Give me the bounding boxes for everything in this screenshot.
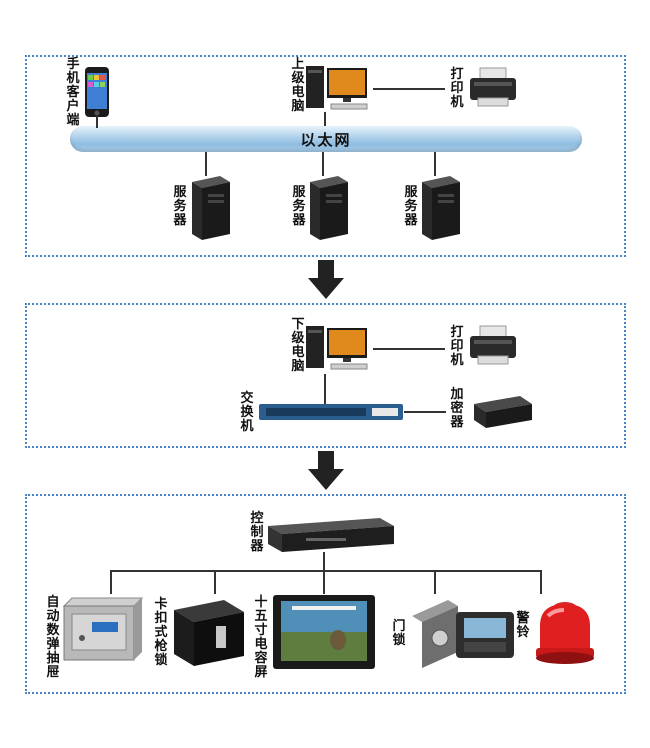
bus-drop-3 (323, 570, 325, 594)
local-network-panel (25, 303, 626, 448)
server-icon (310, 176, 348, 240)
server-label-1: 服务器 (173, 185, 187, 228)
door-lock-icon (412, 600, 514, 668)
lower-pc-label: 下级电脑 (291, 317, 305, 374)
encryptor-icon (474, 396, 532, 428)
controller-label: 控制器 (250, 511, 264, 554)
drawer-icon (62, 597, 144, 661)
switch-label: 交换机 (240, 391, 254, 434)
screen-icon (273, 595, 375, 669)
card-lock-label: 卡扣式枪锁 (154, 597, 168, 668)
switch-encryptor-link (404, 411, 446, 413)
phone-pipe-link (96, 116, 98, 128)
phone-icon (85, 67, 109, 117)
mid-printer-icon (470, 325, 516, 365)
upper-pc-label: 上级电脑 (291, 57, 305, 114)
controller-icon (268, 518, 394, 552)
phone-client-label: 手机客户端 (66, 57, 80, 128)
top-printer-icon (470, 67, 516, 107)
mid-printer-label: 打印机 (450, 325, 464, 368)
upper-pc-icon (306, 66, 368, 110)
server-link-2 (322, 152, 324, 176)
bus-drop-2 (214, 570, 216, 594)
encryptor-label: 加密器 (450, 387, 464, 430)
server-link-1 (205, 152, 207, 176)
top-printer-label: 打印机 (450, 67, 464, 110)
server-label-3: 服务器 (404, 185, 418, 228)
bus-drop-4 (434, 570, 436, 594)
alarm-bell-icon (536, 602, 594, 664)
lower-pc-icon (306, 326, 368, 370)
pc-switch-link (324, 374, 326, 406)
server-icon (422, 176, 460, 240)
ethernet-bus: 以太网 (70, 126, 582, 152)
card-lock-icon (174, 600, 244, 666)
switch-icon (259, 404, 403, 420)
server-label-2: 服务器 (292, 185, 306, 228)
server-icon (192, 176, 230, 240)
alarm-label: 警铃 (516, 611, 530, 640)
down-arrow-icon (308, 260, 344, 299)
network-panel (25, 55, 626, 257)
bus-drop-5 (540, 570, 542, 594)
controller-bus (110, 570, 542, 572)
ethernet-label: 以太网 (300, 131, 352, 149)
upper-pc-pipe-link (324, 112, 326, 128)
server-link-3 (434, 152, 436, 176)
door-lock-label: 门锁 (392, 619, 406, 648)
down-arrow-icon (308, 451, 344, 490)
terminal-panel (25, 494, 626, 694)
controller-drop (323, 552, 325, 570)
auto-drawer-label: 自动数弹抽屉 (46, 595, 60, 680)
screen-label: 十五寸电容屏 (254, 595, 268, 680)
bus-drop-1 (110, 570, 112, 594)
lower-pc-printer-link (373, 348, 445, 350)
pc-printer-link (373, 88, 445, 90)
